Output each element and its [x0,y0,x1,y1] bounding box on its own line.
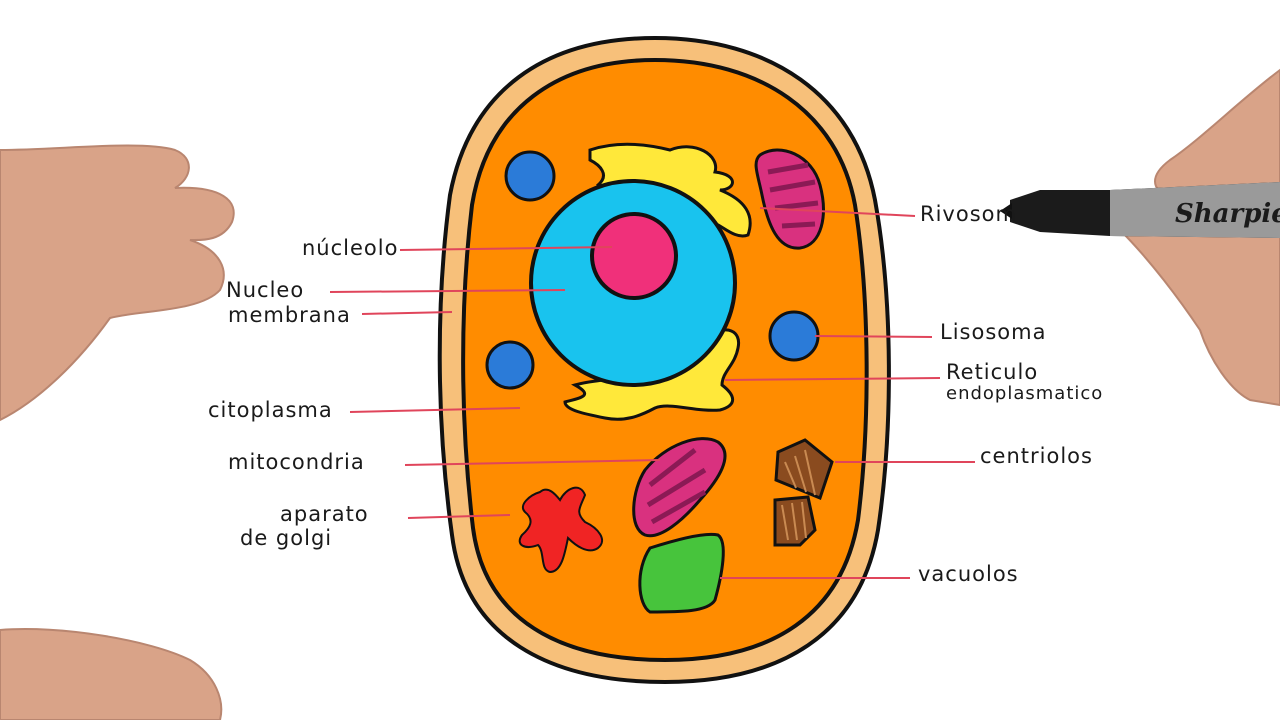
label-ribosoma: Rivosom [920,202,1017,226]
right-hand-with-marker: Sharpie [1000,68,1280,407]
left-hand [0,144,235,720]
label-reticulo-line1: Reticulo [946,360,1039,384]
label-nucleo: Nucleo [226,278,305,302]
label-aparato-line2: de golgi [240,526,333,551]
golgi-apparatus [518,486,604,574]
label-reticulo-line2: endoplasmatico [946,383,1104,405]
label-mitocondria: mitocondria [228,450,365,474]
lysosome [768,310,820,362]
mitochondrion [632,437,727,538]
label-reticulo-endoplasmatico: Reticulo endoplasmatico [946,360,1103,405]
vacuole [638,532,725,614]
nucleolus [590,212,678,300]
label-membrana: membrana [228,303,351,327]
centriole [774,438,834,500]
label-aparato-line1: aparato [280,502,369,526]
lysosome [485,340,535,390]
label-vacuolos: vacuolos [918,562,1019,586]
centriole [773,495,817,547]
marker-brand: Sharpie [1175,199,1280,229]
lysosome [504,150,556,202]
pointer-lines [329,207,975,579]
label-aparato-de-golgi: aparato de golgi [240,502,369,550]
label-centriolos: centriolos [980,444,1093,468]
label-citoplasma: citoplasma [208,398,333,422]
label-lisosoma: Lisosoma [940,320,1047,344]
label-nucleolo: núcleolo [302,236,399,260]
mitochondrion [754,148,825,250]
